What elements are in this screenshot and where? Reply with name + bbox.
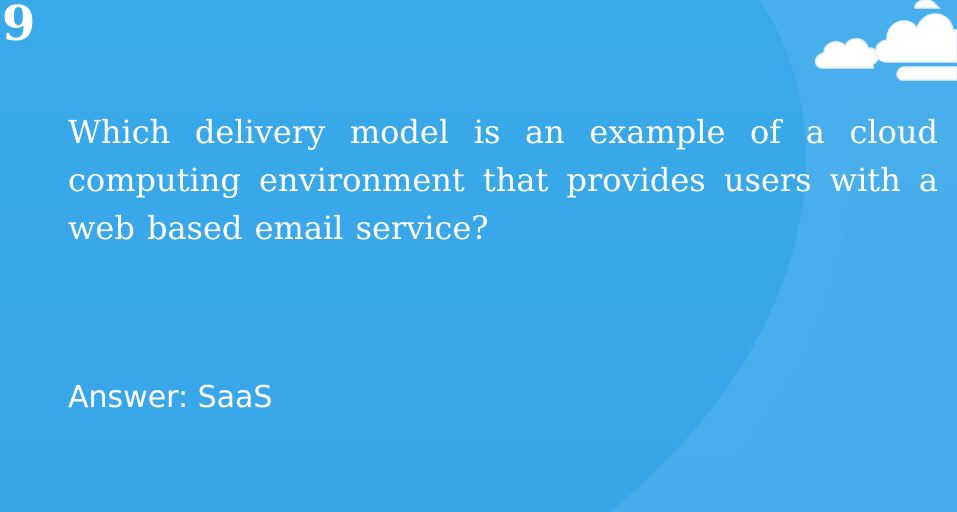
slide-number: 9 xyxy=(2,0,36,52)
cloud-icon xyxy=(814,0,957,81)
question-text: Which delivery model is an example of a … xyxy=(68,113,938,247)
answer-text: Answer: SaaS xyxy=(68,380,273,415)
